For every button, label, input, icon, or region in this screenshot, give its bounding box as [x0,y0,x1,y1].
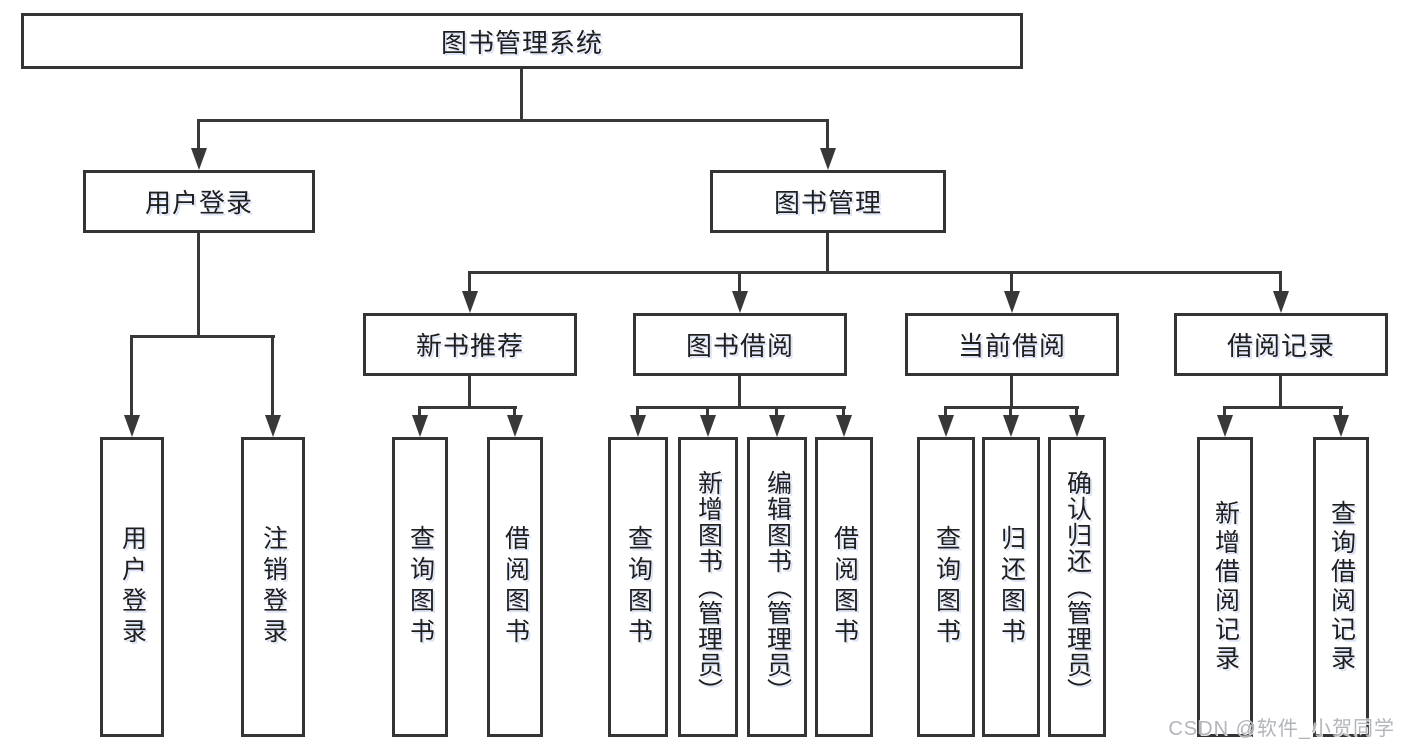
node-label: 编辑图书（管理员） [763,470,792,704]
node-label: 新增借阅记录 [1211,500,1240,674]
arrow-down-icon [412,415,428,437]
node-label: 新增图书（管理员） [694,470,723,704]
connector-line [1279,271,1282,293]
arrow-down-icon [700,415,716,437]
connector-line [418,406,421,418]
connector-line [1010,271,1013,293]
arrow-down-icon [507,415,523,437]
watermark: CSDN @软件_小贺同学 [1168,718,1395,740]
connector-line [738,375,741,408]
connector-line [636,406,846,409]
leaf-user-login: 用户登录 [100,437,164,737]
connector-line [468,271,471,293]
node-library-system: 图书管理系统 [21,13,1023,69]
connector-line [826,119,829,151]
node-label: 查询图书 [932,525,961,649]
connector-line [468,375,471,408]
arrow-down-icon [769,415,785,437]
arrow-down-icon [1069,415,1085,437]
node-label: 借阅图书 [501,525,530,649]
node-book-management: 图书管理 [710,170,946,233]
node-new-book-recommend: 新书推荐 [363,313,577,376]
node-label: 确认归还（管理员） [1063,470,1092,704]
connector-line [197,119,829,122]
connector-line [418,406,517,409]
node-label: 用户登录 [118,525,147,649]
node-label: 查询借阅记录 [1327,500,1356,674]
node-label: 借阅记录 [1226,331,1335,361]
connector-line [197,119,200,151]
node-label: 归还图书 [997,525,1026,649]
leaf-query-borrow-record: 查询借阅记录 [1313,437,1369,737]
connector-line [706,406,709,418]
node-label: 当前借阅 [957,331,1066,361]
leaf-return-books: 归还图书 [982,437,1040,737]
node-label: 查询图书 [624,525,653,649]
node-current-borrow: 当前借阅 [905,313,1119,376]
connector-line [1009,406,1012,418]
leaf-borrow-books: 借阅图书 [815,437,873,737]
arrow-down-icon [265,415,281,437]
leaf-query-books-borrow: 查询图书 [608,437,668,737]
connector-line [1223,406,1226,418]
arrow-down-icon [630,415,646,437]
connector-line [197,232,200,337]
connector-line [1010,375,1013,408]
connector-line [944,406,947,418]
node-label: 新书推荐 [415,331,524,361]
arrow-down-icon [1273,291,1289,313]
node-label: 图书管理 [773,188,882,218]
leaf-logout: 注销登录 [241,437,305,737]
arrow-down-icon [938,415,954,437]
connector-line [1339,406,1342,418]
connector-line [1223,406,1343,409]
node-label: 图书管理系统 [440,27,603,58]
connector-line [513,406,516,418]
leaf-borrow-books-recommend: 借阅图书 [487,437,543,737]
arrow-down-icon [1004,291,1020,313]
connector-line [738,271,741,293]
connector-line [130,335,275,338]
connector-line [842,406,845,418]
arrow-down-icon [1333,415,1349,437]
arrow-down-icon [732,291,748,313]
node-label: 查询图书 [406,525,435,649]
node-label: 用户登录 [144,188,253,218]
node-label: 图书借阅 [685,331,794,361]
leaf-edit-books-admin: 编辑图书（管理员） [747,437,807,737]
connector-line [520,68,523,121]
node-borrow-records: 借阅记录 [1174,313,1388,376]
leaf-query-books-recommend: 查询图书 [392,437,448,737]
node-label: 借阅图书 [830,525,859,649]
arrow-down-icon [836,415,852,437]
node-user-login: 用户登录 [83,170,315,233]
node-label: 注销登录 [259,525,288,649]
leaf-add-borrow-record: 新增借阅记录 [1197,437,1253,737]
arrow-down-icon [820,148,836,170]
leaf-add-books-admin: 新增图书（管理员） [678,437,738,737]
connector-line [271,335,274,417]
leaf-confirm-return-admin: 确认归还（管理员） [1048,437,1106,737]
connector-line [468,271,1282,274]
arrow-down-icon [191,148,207,170]
connector-line [636,406,639,418]
arrow-down-icon [462,291,478,313]
arrow-down-icon [124,415,140,437]
node-book-borrow: 图书借阅 [633,313,847,376]
connector-line [130,335,133,417]
connector-line [1075,406,1078,418]
connector-line [1279,375,1282,408]
arrow-down-icon [1217,415,1233,437]
connector-line [775,406,778,418]
leaf-query-books-current: 查询图书 [917,437,975,737]
arrow-down-icon [1003,415,1019,437]
connector-line [826,232,829,273]
